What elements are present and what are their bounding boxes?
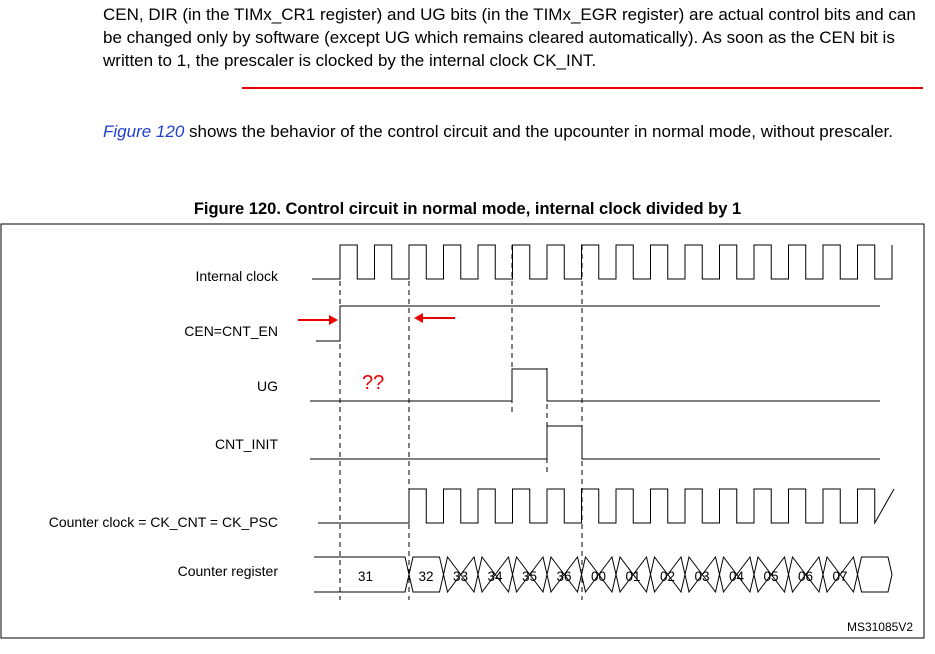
paragraph-control-bits: CEN, DIR (in the TIMx_CR1 register) and … xyxy=(103,3,928,72)
label-cnt-init: CNT_INIT xyxy=(215,436,278,452)
waveform-counter-clock xyxy=(318,488,895,525)
para1-highlighted-text: As soon as the CEN bit is written to 1, … xyxy=(103,28,895,70)
figure-title: Figure 120. Control circuit in normal mo… xyxy=(193,200,742,218)
counter-value: 05 xyxy=(763,569,778,584)
red-arrow-annotations xyxy=(298,313,455,325)
counter-value: 03 xyxy=(694,569,709,584)
counter-value: 36 xyxy=(556,569,571,584)
red-arrow-right-head xyxy=(329,315,338,325)
para1-text-before: CEN, DIR (in the TIMx_CR1 register) and … xyxy=(103,5,916,47)
figure-120-link[interactable]: Figure 120 xyxy=(103,122,185,141)
dashed-markers xyxy=(339,245,583,600)
paragraph-figure-reference: Figure 120 shows the behavior of the con… xyxy=(103,120,928,143)
waveform-ug xyxy=(310,368,880,402)
para1-text-after: clock CK_INT. xyxy=(484,51,597,70)
para2-text: shows the behavior of the control circui… xyxy=(184,122,894,141)
waveform-cnt-init xyxy=(310,425,880,460)
waveform-internal-clock xyxy=(312,244,893,280)
question-marks-annotation: ?? xyxy=(362,372,384,394)
label-counter-register: Counter register xyxy=(178,563,279,579)
red-arrow-left-head xyxy=(414,313,423,323)
counter-value: 07 xyxy=(832,569,847,584)
label-cen: CEN=CNT_EN xyxy=(184,323,278,339)
counter-value: 35 xyxy=(522,569,537,584)
counter-value: 33 xyxy=(453,569,468,584)
waveform-counter-register: 31 32 33 34 35 36 00 01 02 03 04 05 06 07 xyxy=(314,555,893,594)
counter-value: 34 xyxy=(487,569,503,584)
counter-value: 06 xyxy=(798,569,813,584)
figure-code: MS31085V2 xyxy=(847,620,913,634)
figure-frame xyxy=(0,223,925,639)
waveform-cen xyxy=(316,305,880,342)
label-internal-clock: Internal clock xyxy=(196,268,279,284)
counter-value: 04 xyxy=(729,569,745,584)
counter-value: 00 xyxy=(591,569,606,584)
counter-bus-edge-b xyxy=(314,555,893,594)
label-ug: UG xyxy=(257,378,278,394)
label-counter-clock: Counter clock = CK_CNT = CK_PSC xyxy=(49,514,278,530)
counter-value: 02 xyxy=(660,569,675,584)
counter-value: 32 xyxy=(418,569,433,584)
counter-bus-edge-a xyxy=(314,555,893,594)
counter-value: 31 xyxy=(358,569,373,584)
counter-value: 01 xyxy=(625,569,640,584)
